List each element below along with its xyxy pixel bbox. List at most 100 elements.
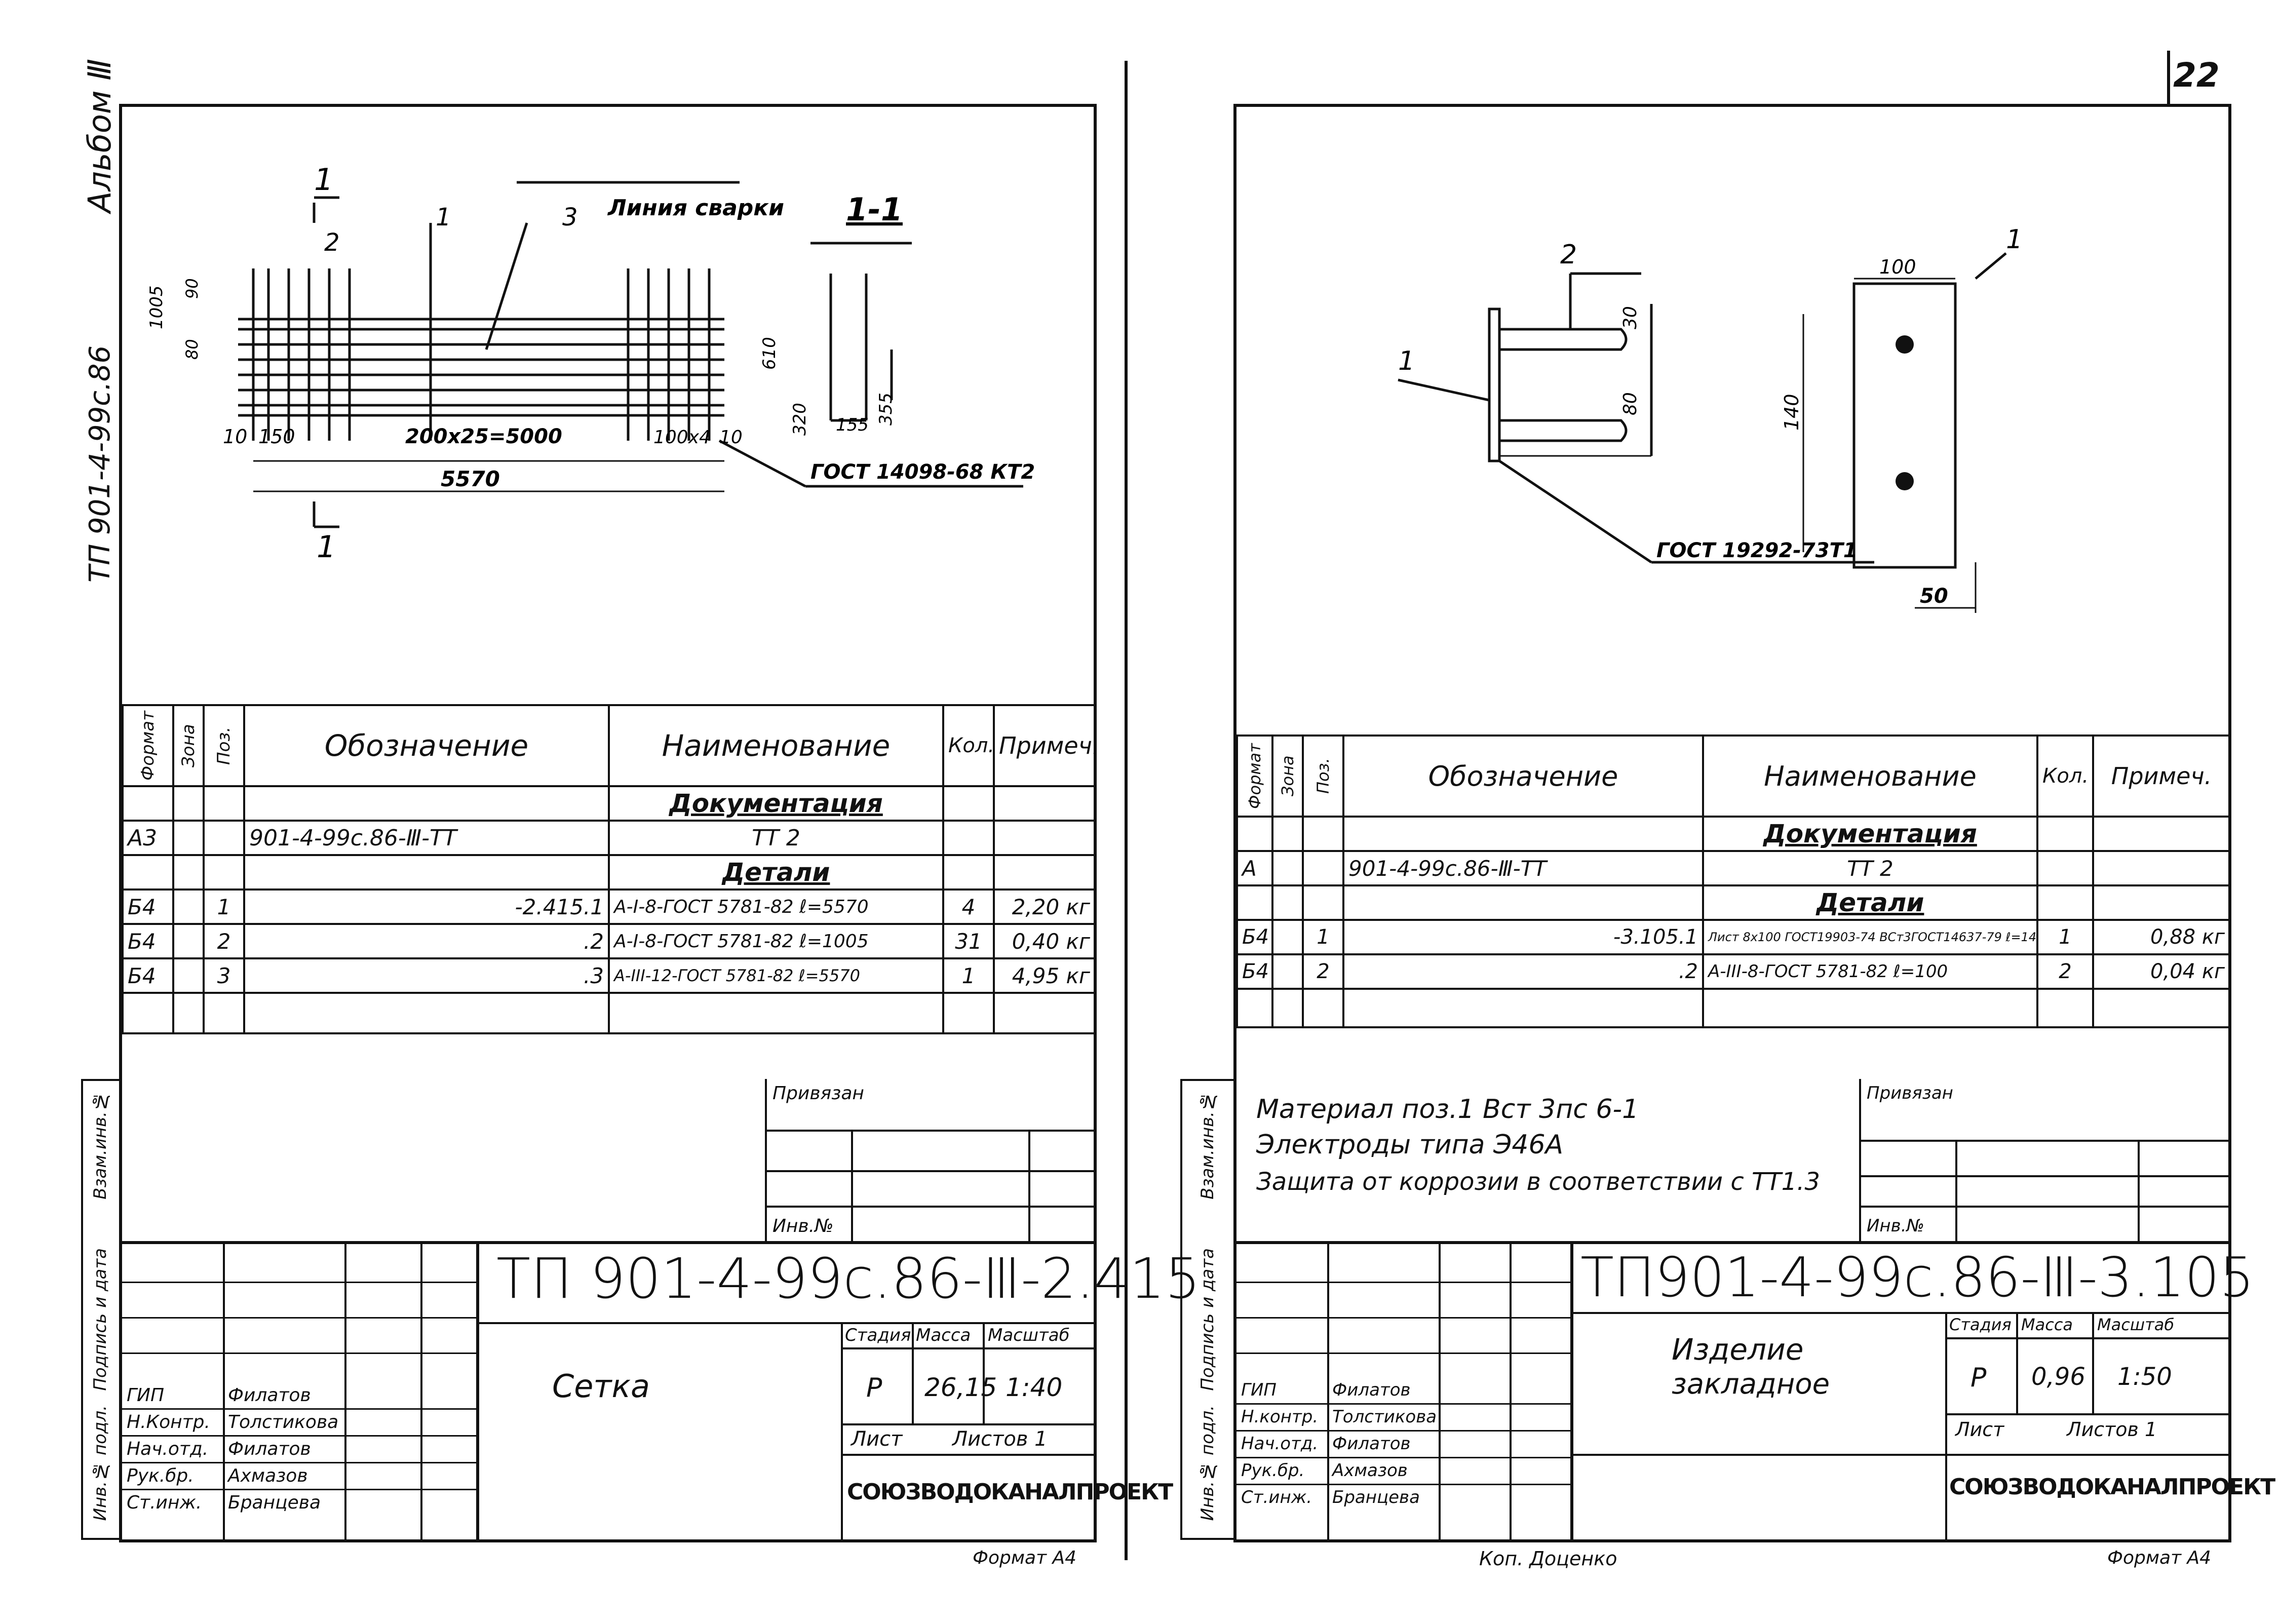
callout-1: 1 xyxy=(436,203,451,231)
page-number-divider xyxy=(2167,51,2170,106)
stage-value: Р xyxy=(866,1373,882,1403)
inv-label: Инв.№ xyxy=(772,1216,834,1236)
doc-format: А3 xyxy=(122,820,174,856)
copied-by: Коп. Доценко xyxy=(1479,1548,1617,1570)
bound-label: Привязан xyxy=(772,1083,864,1104)
right-embed-drawing: 2 1 1 30 80 100 140 50 ГОСТ 19292-73Т1 xyxy=(1398,224,2023,613)
inv-label-right: Инв.№ xyxy=(1867,1216,1924,1236)
doc-name: ТТ 2 xyxy=(608,820,944,856)
page-number: 22 xyxy=(2173,56,2220,95)
col-note-right: Примеч. xyxy=(2092,734,2231,818)
note-2: Электроды типа Э46А xyxy=(1256,1130,1564,1160)
note-1: Материал поз.1 Вст 3пс 6-1 xyxy=(1256,1094,1639,1125)
dim-610: 610 xyxy=(759,337,780,370)
dim-10-right: 10 xyxy=(719,427,743,448)
product-name: Сетка xyxy=(552,1368,650,1405)
section-mark-top: 1 xyxy=(314,162,333,198)
left-mesh-drawing: 1 1 1-1 Линия сварки ГОСТ 14098-68 КТ2 2… xyxy=(146,162,1035,565)
callout-3: 3 xyxy=(562,203,578,231)
product-name-2: закладное xyxy=(1672,1368,1830,1401)
right-title-block: Материал поз.1 Вст 3пс 6-1 Электроды тип… xyxy=(1236,1079,2275,1540)
dim-80: 80 xyxy=(1620,392,1641,415)
col-pos-right: Поз. xyxy=(1303,736,1343,817)
col-zone: Зона xyxy=(173,705,204,786)
dim-30: 30 xyxy=(1620,306,1641,329)
gost-weld: ГОСТ 14098-68 КТ2 xyxy=(810,460,1035,484)
dim-355: 355 xyxy=(876,393,896,426)
note-3: Защита от коррозии в соответствии с ТТ1.… xyxy=(1256,1168,1820,1196)
section-title: 1-1 xyxy=(846,191,903,228)
dim-150: 150 xyxy=(258,426,295,448)
mass-header: Масса xyxy=(916,1325,971,1345)
mass-value-right: 0,96 xyxy=(2031,1363,2085,1391)
stage-value-right: Р xyxy=(1970,1363,1987,1393)
callout-1-left: 1 xyxy=(1398,346,1415,376)
side-label-3-right: Инв.№ подл. xyxy=(1197,1405,1218,1521)
col-format: Формат xyxy=(123,705,173,786)
left-title-block: Привязан Инв.№ ТП 901-4-99с.86-Ⅲ-2.415 С… xyxy=(122,1079,1201,1540)
side-label-3: Инв.№ подл. xyxy=(90,1405,110,1521)
sheets-label-right: Листов 1 xyxy=(2067,1418,2157,1441)
mass-header-right: Масса xyxy=(2021,1315,2073,1334)
col-qty: Кол. xyxy=(942,704,995,787)
left-code: ТП 901-4-99с.86-Ⅲ-2.415 xyxy=(496,1246,1201,1311)
dim-100: 100 xyxy=(1879,256,1916,278)
section-parts: Детали xyxy=(608,854,944,891)
col-qty-right: Кол. xyxy=(2036,734,2094,818)
series-label: ТП 901-4-99с.86 xyxy=(84,345,117,583)
left-format: Формат А4 xyxy=(973,1548,1077,1568)
side-label-2: Подпись и дата xyxy=(90,1248,110,1391)
mass-value: 26,15 xyxy=(924,1373,997,1402)
right-frame xyxy=(1233,104,2231,1542)
scale-header: Масштаб xyxy=(988,1325,1070,1345)
right-format: Формат А4 xyxy=(2107,1548,2212,1568)
col-name: Наименование xyxy=(608,704,944,787)
left-spec-table: Формат Зона Поз. Обозначение Наименовани… xyxy=(122,704,1096,1034)
dim-320: 320 xyxy=(790,403,810,436)
weld-line-label: Линия сварки xyxy=(607,195,784,221)
right-side-stamp: Взам.инв.№ Подпись и дата Инв.№ подл. xyxy=(1180,1079,1236,1540)
dim-total: 5570 xyxy=(441,467,500,491)
gost-right: ГОСТ 19292-73Т1 xyxy=(1656,539,1858,562)
dim-1005: 1005 xyxy=(146,285,167,329)
dim-v80: 80 xyxy=(182,339,202,360)
dim-100x4: 100x4 xyxy=(653,427,711,448)
doc-designation: 901-4-99с.86-Ⅲ-ТТ xyxy=(243,820,610,856)
right-spec-table: Формат Зона Поз. Обозначение Наименовани… xyxy=(1236,734,2231,1028)
callout-1-right: 1 xyxy=(2006,224,2023,255)
product-name-1: Изделие xyxy=(1672,1332,1804,1367)
col-zone-right: Зона xyxy=(1272,736,1303,817)
callout-2: 2 xyxy=(324,228,340,257)
doc-designation-right: 901-4-99с.86-Ⅲ-ТТ xyxy=(1342,850,1704,886)
side-label-2-right: Подпись и дата xyxy=(1197,1248,1218,1391)
doc-format-right: А xyxy=(1236,850,1273,886)
section-mark-bottom: 1 xyxy=(317,529,336,565)
sheets-label: Листов 1 xyxy=(952,1427,1048,1451)
stage-header-right: Стадия xyxy=(1949,1315,2012,1334)
doc-name-right: ТТ 2 xyxy=(1702,850,2038,886)
right-code: ТП901-4-99с.86-Ⅲ-3.105 xyxy=(1580,1246,2255,1309)
section-parts-right: Детали xyxy=(1702,884,2038,921)
col-designation-right: Обозначение xyxy=(1342,734,1704,818)
sheet-label: Лист xyxy=(851,1427,903,1451)
col-pos: Поз. xyxy=(204,705,244,786)
stage-header: Стадия xyxy=(845,1325,911,1345)
org-name-right: СОЮЗВОДОКАНАЛПРОЕКТ xyxy=(1949,1474,2275,1500)
dim-155: 155 xyxy=(836,415,869,435)
col-designation: Обозначение xyxy=(243,704,610,787)
scale-value-right: 1:50 xyxy=(2117,1363,2172,1391)
col-name-right: Наименование xyxy=(1702,734,2038,818)
section-doc: Документация xyxy=(608,785,944,822)
dim-v90: 90 xyxy=(182,278,202,299)
left-frame xyxy=(119,104,1097,1542)
scale-value: 1:40 xyxy=(1006,1373,1063,1402)
scale-header-right: Масштаб xyxy=(2097,1315,2175,1334)
section-doc-right: Документация xyxy=(1702,816,2038,852)
